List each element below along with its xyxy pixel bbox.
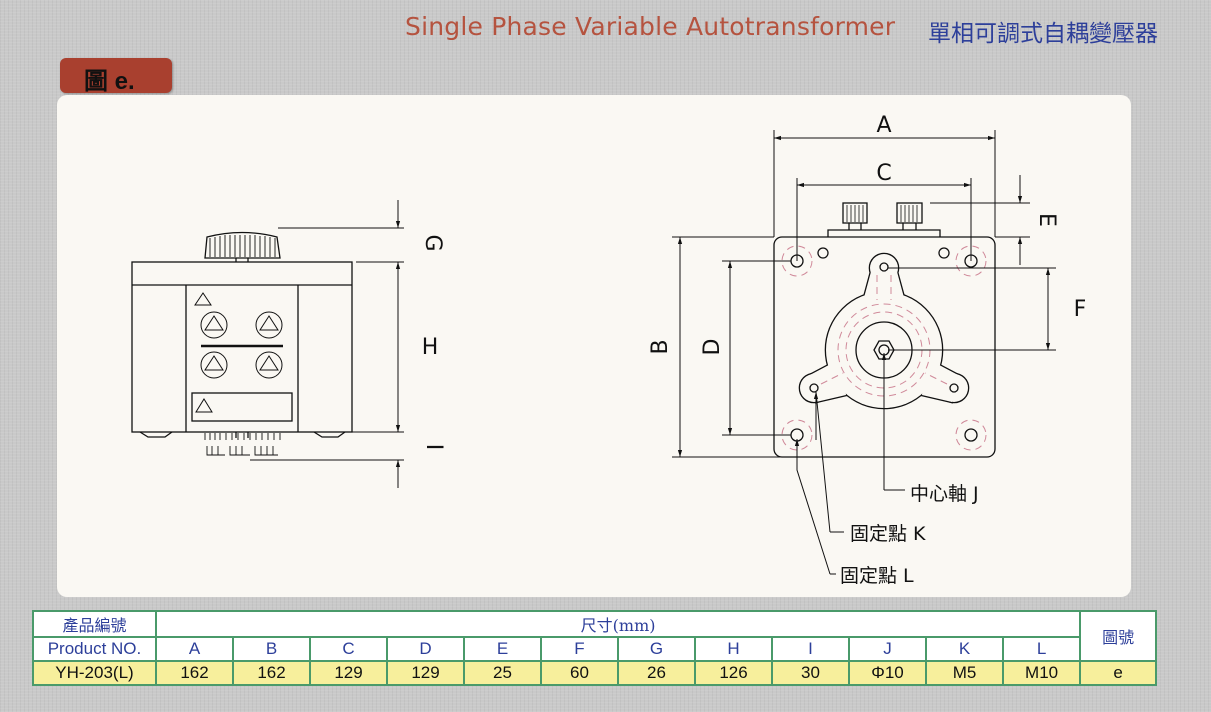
cell-f: 60 xyxy=(540,660,619,686)
table-row: YH-203(L) 162 162 129 129 25 60 26 126 3… xyxy=(32,660,1158,686)
label-a: A xyxy=(876,113,891,138)
label-f: F xyxy=(1074,297,1087,322)
callout-center-shaft-j: 中心軸 J xyxy=(910,483,979,505)
callout-fixing-point-k: 固定點 K xyxy=(850,523,926,545)
label-h: H xyxy=(422,335,439,360)
cell-e: 25 xyxy=(463,660,542,686)
column-header: I xyxy=(771,636,850,662)
drawing-panel: G H I A C B D E F 中心軸 J 固定點 K 固定點 L xyxy=(57,95,1131,597)
column-header: F xyxy=(540,636,619,662)
label-c: C xyxy=(876,161,891,186)
label-b: B xyxy=(648,339,673,354)
column-header: G xyxy=(617,636,696,662)
column-header: J xyxy=(848,636,927,662)
top-view xyxy=(672,130,1056,575)
label-i: I xyxy=(421,444,446,451)
side-view xyxy=(131,200,404,488)
cell-figure: e xyxy=(1079,660,1158,686)
product-number: YH-203(L) xyxy=(32,660,157,686)
dims-header: 尺寸(mm) xyxy=(154,610,1082,638)
product-header-zh: 產品編號 xyxy=(32,610,157,638)
column-header: B xyxy=(232,636,311,662)
figure-badge: 圖 e. xyxy=(60,58,172,95)
callout-fixing-point-l: 固定點 L xyxy=(840,565,914,587)
label-g: G xyxy=(420,234,445,251)
column-header: L xyxy=(1001,636,1082,662)
cell-i: 30 xyxy=(771,660,850,686)
cell-b: 162 xyxy=(232,660,311,686)
dimension-drawing: G H I A C B D E F 中心軸 J 固定點 K 固定點 L xyxy=(131,113,1087,587)
product-header-en: Product NO. xyxy=(32,636,157,662)
column-header: D xyxy=(386,636,465,662)
cell-d: 129 xyxy=(386,660,465,686)
figure-header: 圖號 xyxy=(1079,610,1158,662)
cell-g: 26 xyxy=(617,660,696,686)
cell-k: M5 xyxy=(925,660,1004,686)
label-d: D xyxy=(700,339,725,356)
cell-h: 126 xyxy=(694,660,773,686)
column-header: H xyxy=(694,636,773,662)
column-header: E xyxy=(463,636,542,662)
title-english: Single Phase Variable Autotransformer xyxy=(405,12,896,41)
label-e: E xyxy=(1034,213,1059,227)
dimension-table: 產品編號 尺寸(mm) 圖號 Product NO. A B C D E F G… xyxy=(32,610,1158,686)
column-header: C xyxy=(309,636,388,662)
cell-a: 162 xyxy=(155,660,234,686)
column-header: A xyxy=(155,636,234,662)
cell-j: Φ10 xyxy=(848,660,927,686)
cell-l: M10 xyxy=(1001,660,1082,686)
column-header: K xyxy=(925,636,1004,662)
cell-c: 129 xyxy=(309,660,388,686)
title-chinese: 單相可調式自耦變壓器 xyxy=(928,21,1158,47)
